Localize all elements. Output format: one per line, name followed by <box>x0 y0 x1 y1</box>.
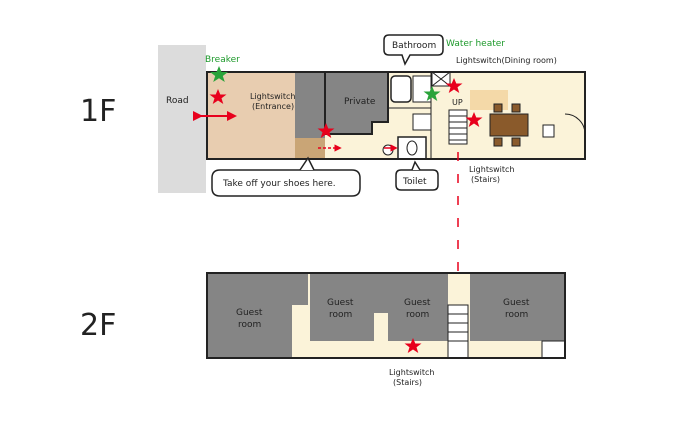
road-area <box>158 45 206 193</box>
callout-tail <box>411 160 421 171</box>
lightswitch-stairs-2f-star-icon <box>404 338 422 353</box>
water-heater-label: Water heater <box>446 39 505 49</box>
guest-room-1-label-1: Guest <box>236 308 263 318</box>
road-label: Road <box>166 96 189 106</box>
floor-label-1f: 1F <box>80 94 116 129</box>
lightswitch-stairs-2f-label-2: (Stairs) <box>393 378 422 387</box>
guest-room-3-label-2: room <box>406 310 429 320</box>
second-floor-plan: Guest room Guest room Guest room Guest r… <box>206 272 566 387</box>
dining-chair <box>511 137 521 147</box>
stairs-1f <box>448 109 468 145</box>
toilet-bowl <box>406 140 418 156</box>
entrance-step <box>295 138 325 159</box>
guest-room-3 <box>388 273 448 341</box>
shoes-note: Take off your shoes here. <box>222 179 336 189</box>
dining-table <box>489 113 529 137</box>
guest-room-2-label-1: Guest <box>327 298 354 308</box>
floor-label-2f: 2F <box>80 308 116 343</box>
water-heater-star-icon <box>423 86 441 101</box>
lightswitch-dining-label: Lightswitch(Dining room) <box>456 56 557 65</box>
breaker-label: Breaker <box>205 55 240 65</box>
bathroom-label: Bathroom <box>392 41 436 51</box>
lightswitch-entrance-label-1: Lightswitch <box>250 92 296 101</box>
guest-room-2-label-2: room <box>329 310 352 320</box>
toilet-label: Toilet <box>402 177 427 187</box>
dining-chair <box>493 103 503 113</box>
guest-room-1-label-2: room <box>238 320 261 330</box>
guest-room-1 <box>207 273 292 358</box>
shoes-note-callout <box>211 169 361 197</box>
lightswitch-entrance-2-star-icon <box>317 123 335 138</box>
lightswitch-stairs-1f-label-1: Lightswitch <box>469 165 515 174</box>
callout-tail <box>299 156 315 171</box>
lightswitch-entrance-label-2: (Entrance) <box>252 102 294 111</box>
first-floor-plan: Road Private UP <box>158 34 586 346</box>
guest-room-4-label-1: Guest <box>503 298 530 308</box>
washroom <box>412 113 432 131</box>
trash-can-icon <box>542 124 555 138</box>
dining-chair <box>511 103 521 113</box>
first-floor-outline <box>206 71 586 160</box>
bathtub <box>390 75 412 103</box>
toilet-callout <box>395 169 439 191</box>
dining-chair <box>493 137 503 147</box>
second-floor-outline <box>206 272 566 359</box>
guest-room-3-label-1: Guest <box>404 298 431 308</box>
guest-room-2 <box>310 273 374 341</box>
up-label: UP <box>452 98 463 107</box>
lightswitch-dining-star-icon <box>445 78 463 93</box>
sink <box>382 144 394 156</box>
lightswitch-stairs-1f-label-2: (Stairs) <box>471 175 500 184</box>
closet <box>541 340 566 359</box>
closet <box>292 273 308 305</box>
closet <box>374 273 388 313</box>
bathroom-callout <box>383 34 444 66</box>
breaker-star-icon <box>210 66 228 82</box>
lightswitch-entrance-star-icon <box>209 89 227 104</box>
private-label: Private <box>344 97 376 107</box>
lightswitch-stairs-2f-label-1: Lightswitch <box>389 368 435 377</box>
storage-room <box>295 72 325 138</box>
lightswitch-stairs-1f-star-icon <box>465 112 483 127</box>
guest-room-4-label-2: room <box>505 310 528 320</box>
guest-room-4 <box>470 273 565 341</box>
